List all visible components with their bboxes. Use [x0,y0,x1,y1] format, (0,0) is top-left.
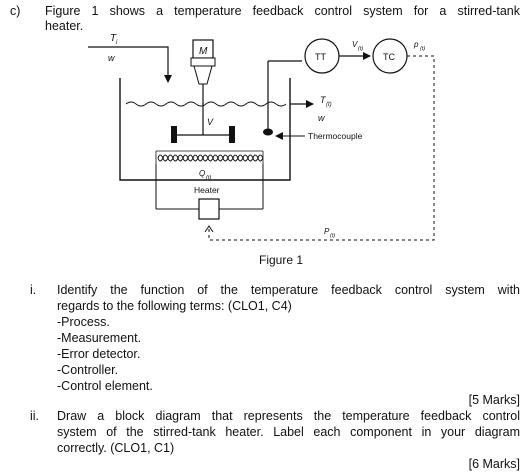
signal-v-label: V [352,40,358,49]
heater-power-box [198,198,220,220]
inlet-temp-label: T [110,33,117,44]
figure-caption: Figure 1 [259,253,303,267]
heat-q-sub: (t) [206,175,211,181]
signal-v-sub: (t) [358,46,363,52]
stirred-tank-diagram: T i w T (t) w M V Thermocouple TT [88,33,435,267]
term-error-detector: -Error detector. [57,347,141,361]
thermocouple-label: Thermocouple [308,131,363,141]
part-ii-label: ii. [30,409,40,423]
transmitter-tt: TT [268,38,340,74]
inlet-temp-sub: i [116,40,118,46]
tt-label: TT [315,52,326,62]
power-p-sub: (t) [330,233,335,239]
part-i-label: i. [30,283,37,297]
outlet-flow-label: w [318,113,325,123]
term-control-element: -Control element. [57,379,153,393]
part-i-line2: regards to the following terms: (CLO1, C… [57,299,292,313]
heater-label: Heater [194,185,220,195]
part-ii-marks: [6 Marks] [468,457,520,471]
liquid-surface [125,101,287,107]
part-i-line1: Identify the function of the temperature… [57,283,520,297]
stirrer-label: V [207,117,214,127]
control-signal-line [208,55,435,241]
question-intro-line2: heater. [45,19,84,33]
tc-label: TC [383,52,395,62]
part-ii-line3: correctly. (CLO1, C1) [57,441,175,455]
controller-tc: V (t) TC p (t) [339,38,425,74]
power-p-label: P [324,227,330,236]
inlet-stream: T i w [88,33,172,83]
tank-wall [119,78,291,181]
stirrer-motor: M V [171,39,235,143]
outlet-stream: T (t) w [290,95,332,123]
part-i-marks: [5 Marks] [468,393,520,407]
thermocouple: Thermocouple [263,61,363,141]
question-label: c) [10,4,21,18]
heater-coil: Q (t) [155,150,264,181]
term-measurement: -Measurement. [57,331,142,345]
part-ii-line1: Draw a block diagram that represents the… [57,409,520,423]
outlet-temp-sub: (t) [326,102,332,108]
question-intro-line1: Figure 1 shows a temperature feedback co… [45,4,520,18]
motor-label: M [199,46,208,57]
inlet-flow-label: w [108,53,115,63]
signal-p-sub: (t) [420,46,425,52]
heater-circuit: Heater [155,164,264,220]
heat-q-label: Q [199,169,205,178]
signal-p-label: p [413,40,419,49]
term-controller: -Controller. [57,363,119,377]
term-process: -Process. [57,315,110,329]
outlet-temp-label: T [320,95,327,105]
part-ii-line2: system of the stirred-tank heater. Label… [57,425,520,439]
